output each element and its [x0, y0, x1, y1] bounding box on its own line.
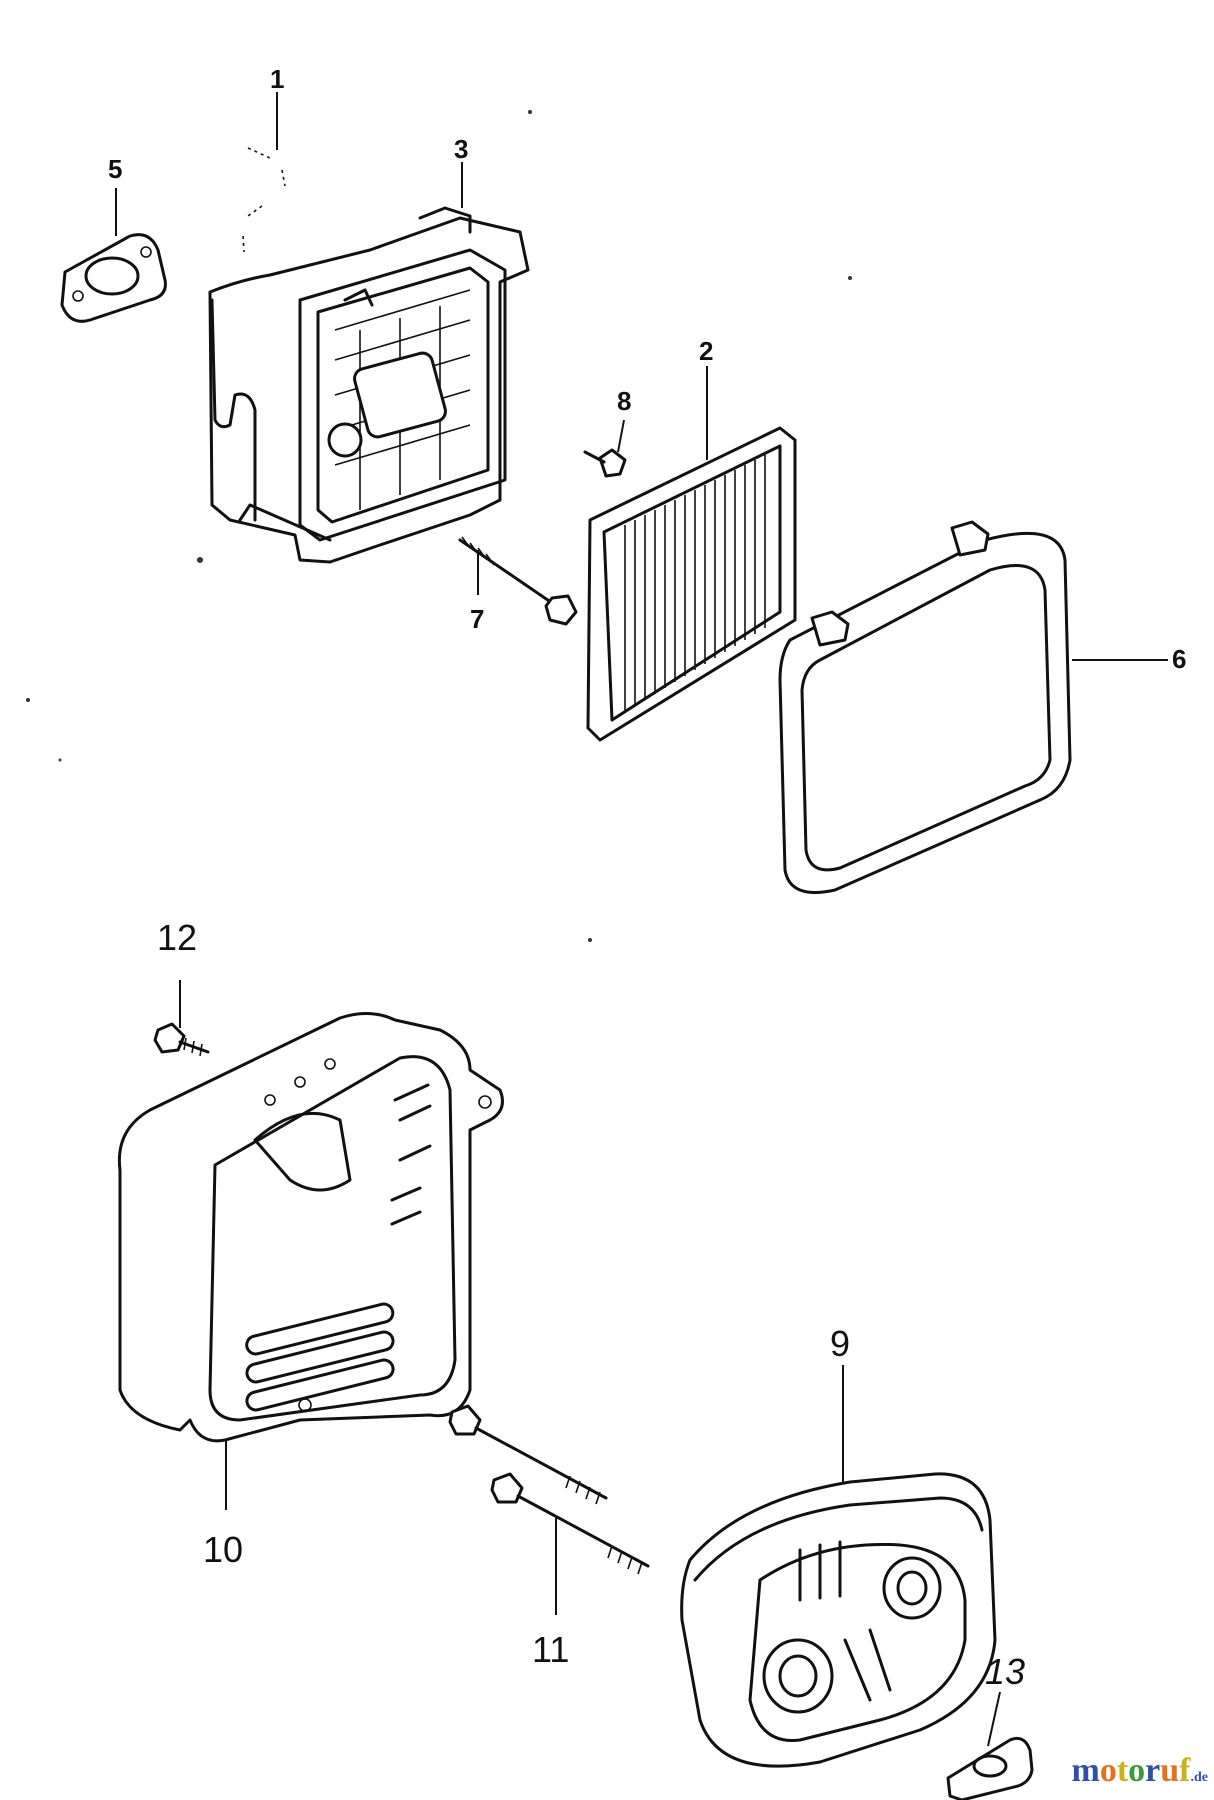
- callout-8: 8: [617, 386, 631, 416]
- callout-7: 7: [470, 604, 484, 634]
- watermark-tld: .de: [1190, 1770, 1209, 1785]
- scan-specks: [26, 110, 852, 942]
- callout-12: 12: [157, 917, 197, 958]
- callout-5: 5: [108, 154, 122, 184]
- air-cleaner-cover: [778, 520, 1072, 894]
- callout-13: 13: [985, 1651, 1025, 1692]
- gasket-muffler: [946, 1736, 1034, 1800]
- callout-9: 9: [830, 1323, 850, 1364]
- callout-2: 2: [699, 336, 713, 366]
- callout-11: 11: [532, 1629, 569, 1670]
- muffler-bolts: [448, 1404, 650, 1575]
- callout-6: 6: [1172, 644, 1186, 674]
- leader-lines: [115, 92, 1168, 1747]
- bolt-small: [583, 448, 627, 478]
- air-filter-element: [586, 426, 797, 742]
- bolt-twelve: [153, 1022, 210, 1057]
- muffler: [680, 1472, 997, 1768]
- callout-1: 1: [270, 64, 284, 94]
- callout-10: 10: [203, 1529, 243, 1570]
- breather-hose: [230, 131, 302, 274]
- air-cleaner-case: [208, 206, 530, 564]
- watermark-name: motoruf: [1071, 1752, 1191, 1789]
- long-bolt: [458, 536, 578, 626]
- muffler-protector: [117, 1012, 504, 1443]
- callout-3: 3: [454, 134, 468, 164]
- watermark-logo: motoruf.de: [1072, 1752, 1209, 1790]
- gasket-top: [60, 233, 167, 323]
